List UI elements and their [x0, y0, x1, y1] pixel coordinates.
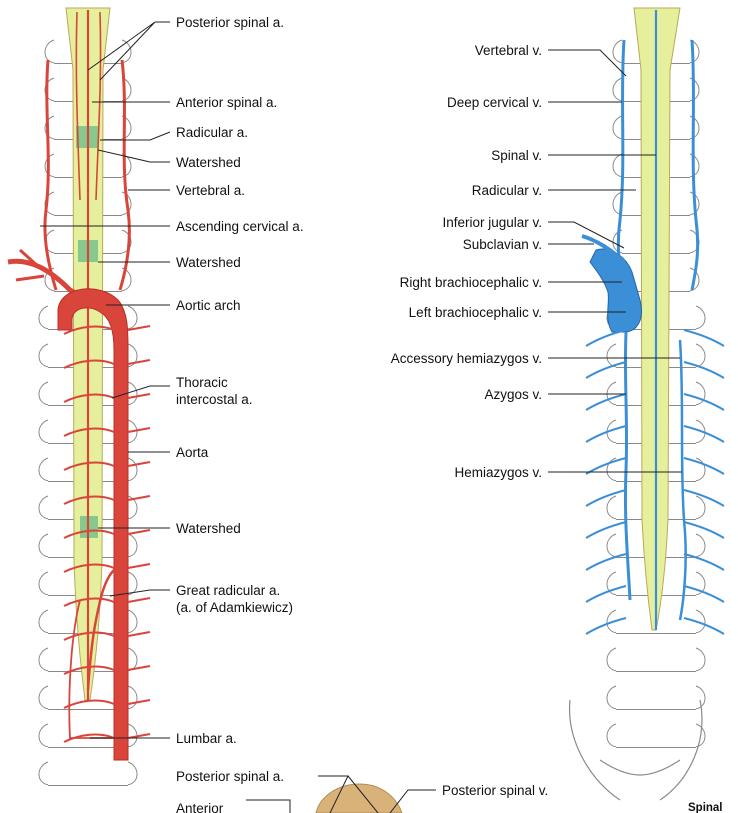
label-aorta: Aorta [176, 445, 209, 460]
label-posterior-spinal-artery: Posterior spinal a. [176, 15, 284, 30]
vertebral-artery-vessel-right [120, 60, 129, 290]
leader-radicular-a [100, 132, 170, 140]
label-deep-cervical-vein: Deep cervical v. [447, 95, 542, 110]
label-bottom-anterior-partial: Anterior [176, 801, 224, 813]
label-watershed-1: Watershed [176, 155, 241, 170]
label-vertebral-artery: Vertebral a. [176, 183, 245, 198]
label-lumbar-artery: Lumbar a. [176, 731, 237, 746]
label-left-brachiocephalic-vein: Left brachiocephalic v. [409, 305, 542, 320]
label-bottom-posterior-spinal-vein: Posterior spinal v. [442, 783, 548, 798]
spinal-cord-cross-section [316, 784, 402, 813]
arterial-panel [8, 8, 150, 786]
label-ascending-cervical-artery: Ascending cervical a. [176, 219, 304, 234]
label-vertebral-vein: Vertebral v. [475, 43, 542, 58]
venous-labels: Vertebral v. Deep cervical v. Spinal v. … [391, 43, 542, 480]
leader-bottom-anterior [246, 800, 290, 813]
venous-panel [570, 8, 724, 800]
label-radicular-vein: Radicular v. [472, 183, 542, 198]
pelvis-outline [570, 700, 702, 800]
label-bottom-posterior-spinal-artery: Posterior spinal a. [176, 769, 284, 784]
label-anterior-spinal-artery: Anterior spinal a. [176, 95, 277, 110]
label-radicular-artery: Radicular a. [176, 125, 248, 140]
right-vertebra [607, 686, 705, 710]
left-vertebra [39, 762, 137, 786]
label-subclavian-vein: Subclavian v. [463, 237, 542, 252]
label-right-brachiocephalic-vein: Right brachiocephalic v. [400, 275, 542, 290]
label-bottom-spinal-partial: Spinal [688, 802, 723, 813]
label-great-radicular-artery-line1: Great radicular a. [176, 583, 280, 598]
arterial-labels: Posterior spinal a. Anterior spinal a. R… [176, 15, 304, 746]
leader-watershed-1 [98, 150, 170, 162]
label-thoracic-intercostal-artery-line1: Thoracic [176, 375, 228, 390]
label-inferior-jugular-vein: Inferior jugular v. [442, 215, 542, 230]
brachiocephalic-vein-vessel [590, 249, 641, 332]
label-aortic-arch: Aortic arch [176, 298, 241, 313]
right-vertebra [607, 648, 705, 672]
label-great-radicular-artery-line2: (a. of Adamkiewicz) [176, 600, 293, 615]
bottom-labels: Posterior spinal a. Posterior spinal v. … [176, 769, 723, 813]
hemiazygos-vein-vessel [680, 340, 686, 620]
label-hemiazygos-vein: Hemiazygos v. [454, 465, 542, 480]
label-watershed-3: Watershed [176, 521, 241, 536]
label-azygos-vein: Azygos v. [484, 387, 542, 402]
leader-vertebral-v [548, 50, 626, 76]
branch-vessel-b [16, 276, 44, 280]
azygos-vein-vessel [625, 332, 630, 600]
vertebral-artery-vessel-left [45, 60, 56, 290]
label-accessory-hemiazygos-vein: Accessory hemiazygos v. [391, 351, 542, 366]
label-spinal-vein: Spinal v. [491, 148, 542, 163]
label-watershed-2: Watershed [176, 255, 241, 270]
right-vertebra [607, 724, 705, 748]
label-thoracic-intercostal-artery-line2: intercostal a. [176, 392, 253, 407]
intercostal-artery-branch [64, 666, 150, 674]
